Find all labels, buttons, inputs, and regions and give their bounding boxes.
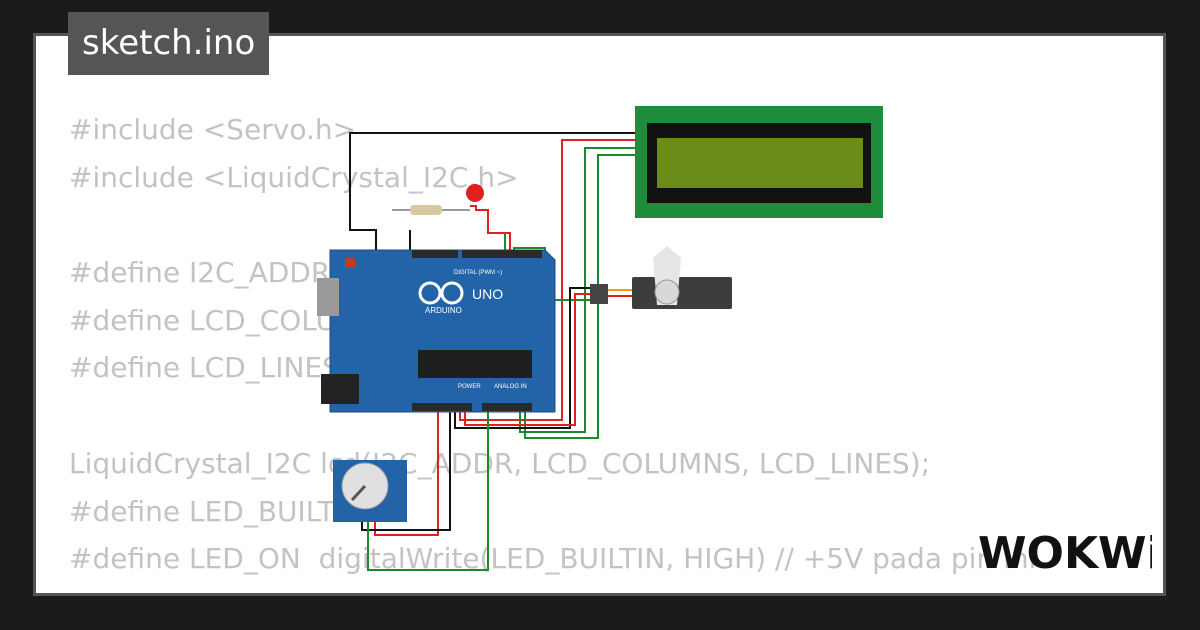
wokwi-logo: WOKWi (978, 528, 1152, 579)
code-line: #include <Servo.h> (69, 113, 357, 146)
wire-pot-signal (367, 405, 489, 571)
power-jack (321, 374, 359, 404)
code-line: #define LCD_LINES (69, 351, 340, 385)
power-label: POWER (458, 384, 481, 390)
code-line: #define LED_OFF digitalWrite(LED_BUILTIN… (69, 583, 1036, 593)
lcd-screen (657, 138, 863, 188)
svg-text:WOKWi: WOKWi (978, 528, 1152, 579)
board-model: UNO (472, 286, 503, 302)
digital-label: DIGITAL (PWM ~) (454, 270, 502, 276)
header-analog (482, 403, 532, 411)
wire-servo-gnd (454, 287, 590, 429)
code-line: #define LED_ON digitalWrite(LED_BUILTIN,… (69, 542, 1037, 576)
resistor (392, 205, 470, 215)
file-tab[interactable]: sketch.ino (68, 12, 270, 75)
file-name: sketch.ino (82, 23, 256, 63)
wire-servo-vcc (464, 293, 590, 426)
wire-led (470, 205, 511, 260)
header-power (412, 403, 472, 411)
wire-gnd-lcd (349, 132, 636, 258)
red-led (466, 184, 484, 202)
atmega-chip (418, 350, 532, 378)
usb-port (317, 278, 339, 316)
lcd-module (635, 106, 883, 218)
header-aref (412, 250, 458, 258)
code-line: #define I2C_ADDR (69, 256, 331, 290)
header-digital (462, 250, 542, 258)
board-brand: ARDUINO (425, 306, 462, 315)
potentiometer (333, 460, 407, 522)
wire-vcc-lcd (459, 139, 636, 421)
sketch-card: #include <Servo.h> #include <LiquidCrysta… (33, 33, 1166, 596)
arduino-uno-board: UNO ARDUINO DIGITAL (PWM ~) POWER ANALOG… (317, 249, 556, 413)
reset-button (345, 258, 355, 268)
servo-motor (590, 246, 732, 309)
wire-sda-lcd (519, 147, 636, 433)
code-line: #include <LiquidCrystal_I2C.h> (69, 160, 519, 194)
analog-label: ANALOG IN (494, 384, 527, 390)
wire-pot-vcc (374, 405, 439, 536)
